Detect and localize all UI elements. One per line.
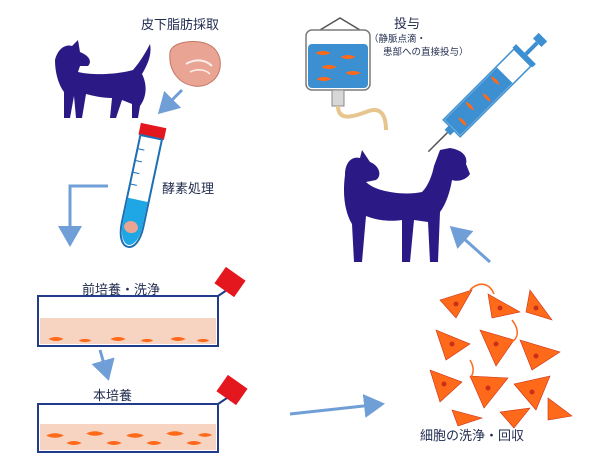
label-pre-culture: 前培養・洗浄	[82, 283, 161, 298]
cells-icon	[429, 283, 573, 429]
arrow-cells-to-dog	[449, 225, 492, 264]
arrow-tube-to-preculture	[58, 184, 108, 247]
iv-bag-icon	[305, 17, 388, 131]
label-administration: 投与	[394, 17, 421, 32]
label-administration-note-1: （静脈点滴・	[369, 34, 427, 45]
culture-flask-icon	[37, 266, 246, 347]
arrow-main-to-cells	[289, 394, 385, 418]
fat-tissue-icon	[169, 41, 221, 87]
syringe-icon	[427, 32, 548, 153]
label-administration-note-2: 患部への直接投与）	[383, 47, 469, 58]
dog-icon	[343, 148, 470, 262]
culture-flask-icon	[37, 374, 248, 453]
dog-icon	[55, 40, 151, 118]
label-main-culture: 本培養	[93, 389, 133, 404]
arrow-preculture-to-main	[91, 349, 115, 381]
label-fat-harvest: 皮下脂肪採取	[141, 18, 220, 33]
centrifuge-tube-icon	[119, 122, 167, 248]
arrow-fat-to-tube	[157, 88, 184, 115]
label-wash-collect: 細胞の洗浄・回収	[420, 429, 525, 444]
label-enzyme-treatment: 酵素処理	[162, 182, 215, 197]
